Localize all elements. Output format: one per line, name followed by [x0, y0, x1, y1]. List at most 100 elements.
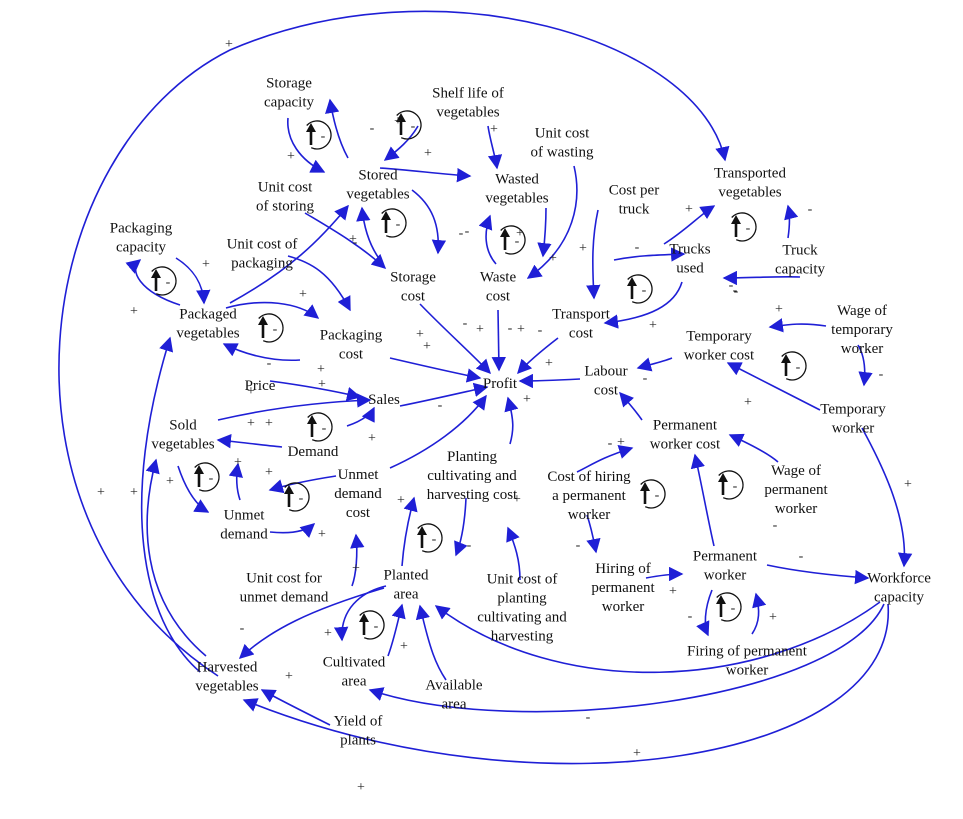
causal-link	[346, 406, 375, 427]
causal-link	[619, 391, 643, 421]
causal-link	[857, 344, 873, 387]
causal-link	[576, 444, 634, 473]
causal-link	[145, 458, 207, 657]
causal-link	[217, 393, 372, 421]
svg-text:-: -	[322, 421, 327, 436]
causal-link	[504, 396, 519, 445]
balancing-loop-icon: -	[396, 110, 422, 140]
positive-sign: +	[265, 416, 273, 431]
causal-link	[58, 10, 730, 677]
balancing-loop-icon: -	[718, 470, 744, 500]
positive-sign: +	[287, 149, 295, 164]
positive-sign: +	[368, 431, 376, 446]
svg-text:-: -	[432, 532, 437, 547]
causal-link	[517, 337, 559, 375]
positive-sign: +	[247, 384, 255, 399]
causal-link	[728, 433, 779, 463]
positive-sign: +	[324, 626, 332, 641]
causal-link	[636, 357, 673, 372]
causal-link	[389, 394, 487, 469]
causal-link	[663, 205, 716, 245]
node-demand: Demand	[288, 444, 339, 460]
positive-sign: +	[769, 610, 777, 625]
balancing-loop-icon: -	[151, 266, 177, 296]
causal-link	[690, 453, 715, 547]
negative-sign: -	[799, 549, 804, 564]
negative-sign: -	[267, 356, 272, 371]
positive-sign: +	[516, 226, 524, 241]
positive-sign: +	[285, 669, 293, 684]
node-sales: Sales	[368, 392, 400, 408]
balancing-loop-icon: -	[258, 313, 284, 343]
causal-link	[861, 427, 913, 568]
negative-sign: -	[643, 371, 648, 386]
node-profit: Profit	[483, 376, 518, 392]
causal-link	[350, 533, 365, 587]
negative-sign: -	[438, 398, 443, 413]
causal-link	[368, 603, 885, 713]
balancing-loop-icon: -	[417, 523, 443, 553]
negative-sign: -	[459, 226, 464, 241]
balancing-loop-icon: -	[359, 610, 385, 640]
negative-sign: -	[467, 538, 472, 553]
causal-link	[415, 604, 447, 681]
causal-link	[333, 585, 387, 642]
causal-link	[526, 165, 578, 279]
positive-sign: +	[904, 477, 912, 492]
causal-link	[768, 318, 827, 333]
causal-link	[726, 362, 821, 411]
balancing-loop-icon: -	[731, 212, 757, 242]
causal-link	[586, 209, 601, 300]
negative-sign: -	[635, 240, 640, 255]
negative-sign: -	[808, 202, 813, 217]
positive-sign: +	[349, 232, 357, 247]
causal-link	[269, 523, 316, 538]
positive-sign: +	[476, 322, 484, 337]
positive-sign: +	[202, 257, 210, 272]
svg-text:-: -	[209, 471, 214, 486]
causal-link	[603, 281, 683, 329]
causal-link	[304, 212, 387, 269]
causal-link	[518, 373, 581, 389]
polarity-signs: ++-++-++-+-++++--+-+++++-----++-++-++---…	[97, 37, 912, 795]
causal-link	[177, 465, 210, 513]
causal-link	[140, 336, 201, 673]
negative-sign: -	[729, 278, 734, 293]
balancing-loop-icon: -	[307, 412, 333, 442]
node-price: Price	[245, 378, 276, 394]
negative-sign: -	[370, 121, 375, 136]
balancing-loop-icon: -	[781, 351, 807, 381]
negative-sign: -	[608, 436, 613, 451]
causal-link	[537, 207, 552, 258]
positive-sign: +	[299, 287, 307, 302]
positive-sign: +	[416, 327, 424, 342]
svg-text:-: -	[655, 488, 660, 503]
links	[58, 10, 913, 765]
feedback-loops: - - - - - - - - - - - - - - - - -	[151, 110, 807, 640]
negative-sign: -	[240, 621, 245, 636]
svg-text:-: -	[642, 283, 647, 298]
causal-link	[766, 564, 870, 585]
negative-sign: -	[879, 367, 884, 382]
